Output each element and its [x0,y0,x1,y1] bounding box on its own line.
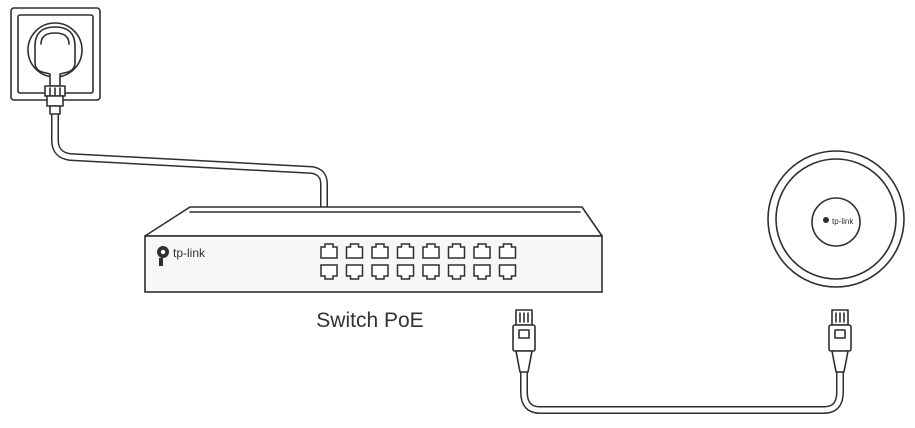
rj45-connector-icon [512,309,536,373]
switch-brand-label: tp-link [173,246,206,260]
ethernet-port-icon [371,264,389,280]
ethernet-port-icon [320,243,338,259]
ethernet-port-icon [447,264,466,280]
ethernet-port-icon [371,243,389,259]
ethernet-port-icon [498,264,517,280]
rj45-connector-icon [828,309,852,373]
tp-link-logo-icon: tp-link [157,246,206,266]
ethernet-port-icon [345,243,364,259]
ethernet-port-icon [396,264,415,280]
ethernet-port-icon [422,243,440,259]
switch-ports [320,243,517,280]
ethernet-port-icon [396,243,415,259]
access-point-icon: tp-link [767,150,905,288]
ethernet-port-icon [473,243,491,259]
ethernet-port-icon [447,243,466,259]
ethernet-port-icon [422,264,440,280]
ap-brand-label: tp-link [832,217,854,226]
ethernet-port-icon [345,264,364,280]
switch-label: Switch PoE [316,309,424,332]
ethernet-port-icon [473,264,491,280]
power-plug-icon [34,26,76,115]
power-cable [51,108,328,211]
ethernet-cable [520,368,844,414]
ethernet-port-icon [320,264,338,280]
poe-switch-icon: tp-link [144,206,603,293]
ethernet-port-icon [498,243,517,259]
